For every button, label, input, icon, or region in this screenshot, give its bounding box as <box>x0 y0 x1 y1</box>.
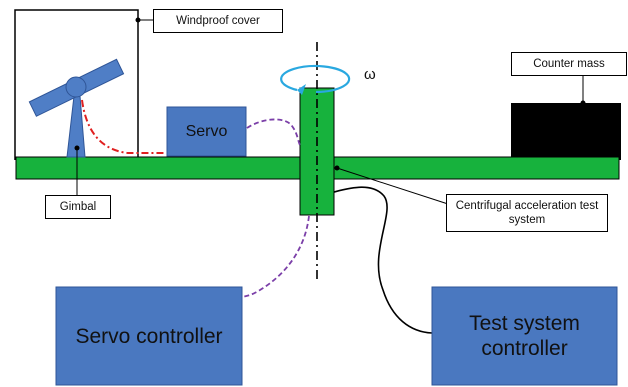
servo-controller-text: Servo controller <box>75 324 223 348</box>
windproof-cover-frame <box>14 9 139 160</box>
servo-controller-block <box>55 286 243 386</box>
test-system-controller-label: Test system controller <box>452 287 597 385</box>
centrifugal-system-text: Centrifugal acceleration test system <box>455 200 599 226</box>
windproof-cover-label: Windproof cover <box>153 9 283 33</box>
test-controller-cable <box>333 186 433 334</box>
servo-block <box>166 106 247 157</box>
omega-text: ω <box>364 66 376 83</box>
leader-centrifugal <box>336 167 449 205</box>
servo-cable <box>246 118 301 146</box>
test-system-controller-block <box>431 286 618 386</box>
servo-controller-cable <box>241 215 310 298</box>
servo-controller-label: Servo controller <box>56 287 242 385</box>
gimbal-label: Gimbal <box>45 195 111 219</box>
counter-mass-text: Counter mass <box>533 58 605 70</box>
leader-dot-windproof-cover <box>135 17 141 23</box>
omega-symbol: ω <box>364 66 376 83</box>
windproof-cover-text: Windproof cover <box>176 15 260 27</box>
test-system-controller-text: Test system controller <box>469 312 580 360</box>
servo-text: Servo <box>185 123 228 140</box>
rotation-arrow <box>280 64 351 94</box>
counter-mass-label: Counter mass <box>511 52 627 76</box>
rotation-arrowhead <box>297 84 306 95</box>
leader-dot-counter-mass <box>580 100 586 106</box>
laser-line <box>81 99 166 154</box>
leader-dot-centrifugal <box>334 165 340 171</box>
gimbal-text: Gimbal <box>59 201 97 213</box>
leader-dot-gimbal <box>74 145 80 151</box>
counter-mass-block <box>511 103 621 160</box>
gimbal-pivot <box>65 76 87 98</box>
servo-label: Servo <box>167 107 246 156</box>
centrifugal-system-label: Centrifugal acceleration test system <box>446 194 608 232</box>
